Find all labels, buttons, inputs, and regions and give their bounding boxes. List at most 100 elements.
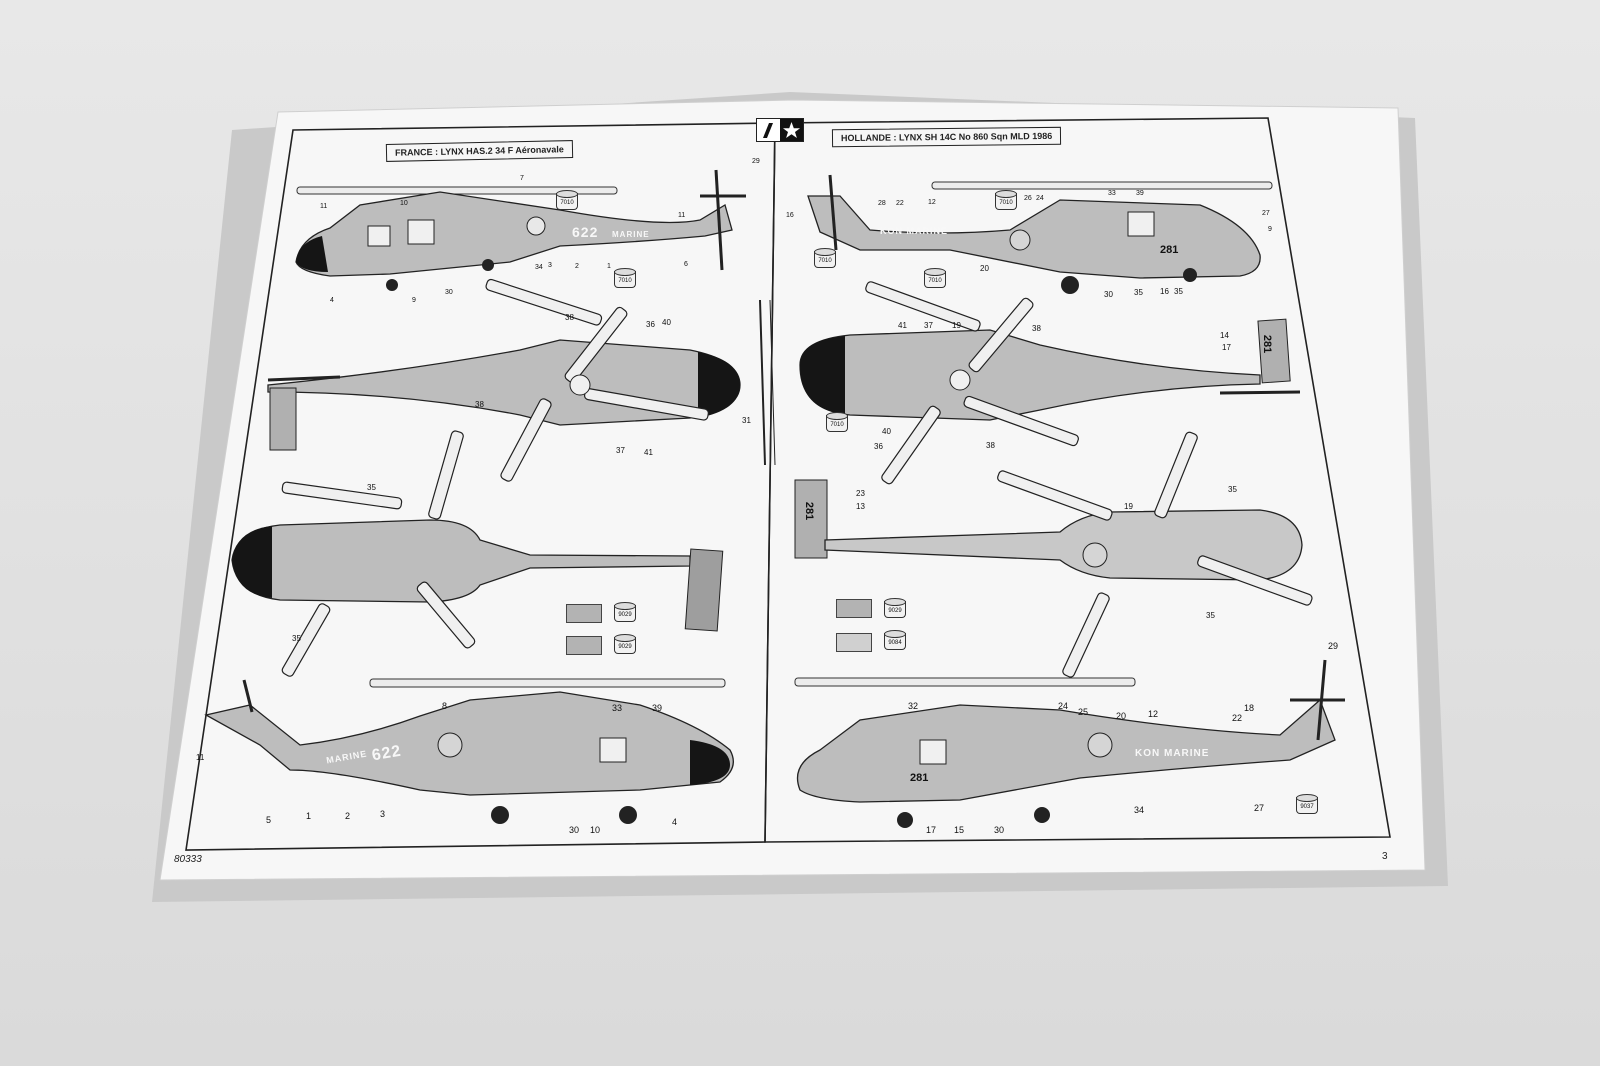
paint-tin-9029: 9029 bbox=[884, 598, 906, 620]
callout-number: 35 bbox=[292, 634, 301, 643]
right-top-view bbox=[799, 281, 1301, 485]
paint-tin-7010: 7010 bbox=[614, 268, 636, 290]
callout-number: 17 bbox=[926, 825, 937, 835]
paint-tin-9084: 9084 bbox=[884, 630, 906, 652]
callout-number: 22 bbox=[1232, 713, 1243, 723]
callout-number: 12 bbox=[1148, 709, 1159, 719]
callout-number: 9 bbox=[412, 297, 416, 304]
callout-number: 35 bbox=[1174, 287, 1183, 296]
color-swatch bbox=[836, 599, 872, 618]
color-swatch bbox=[836, 633, 872, 652]
callout-number: 4 bbox=[672, 817, 678, 827]
callout-number: 38 bbox=[1032, 324, 1041, 333]
center-part-31 bbox=[759, 299, 776, 466]
callout-number: 3 bbox=[380, 809, 386, 819]
callout-number: 4 bbox=[330, 297, 334, 304]
callout-number: 39 bbox=[652, 703, 663, 713]
callout-number: 19 bbox=[1124, 502, 1133, 511]
callout-number: 29 bbox=[1328, 641, 1339, 651]
callout-number: 18 bbox=[1244, 703, 1255, 713]
callout-number: 31 bbox=[742, 416, 751, 425]
callout-number: 37 bbox=[616, 446, 625, 455]
right-bottom-view bbox=[794, 431, 1313, 678]
callout-number: 38 bbox=[986, 441, 995, 450]
callout-number: 41 bbox=[644, 448, 653, 457]
callout-number: 34 bbox=[535, 264, 543, 271]
callout-number: 38 bbox=[565, 313, 574, 322]
callout-number: 24 bbox=[1036, 195, 1044, 202]
right-marine-bottom: KON MARINE bbox=[1135, 748, 1210, 759]
callout-number: 3 bbox=[548, 262, 552, 269]
right-code-tail: 281 bbox=[1261, 334, 1274, 354]
callout-number: 35 bbox=[367, 483, 376, 492]
paint-tin-7010: 7010 bbox=[814, 248, 836, 270]
right-page-number: 3 bbox=[1382, 851, 1388, 862]
callout-number: 1 bbox=[306, 811, 312, 821]
paint-tin-7010: 7010 bbox=[924, 268, 946, 290]
callout-number: 35 bbox=[1206, 611, 1215, 620]
callout-number: 7 bbox=[520, 175, 524, 182]
callout-number: 17 bbox=[1222, 343, 1231, 352]
callout-number: 13 bbox=[856, 502, 865, 511]
right-code-fin: 281 bbox=[803, 501, 816, 521]
right-frame bbox=[764, 117, 1391, 843]
callout-number: 35 bbox=[1228, 485, 1237, 494]
callout-number: 24 bbox=[1058, 701, 1069, 711]
callout-number: 8 bbox=[442, 701, 448, 711]
paint-tin-9037: 9037 bbox=[1296, 794, 1318, 816]
callout-number: 30 bbox=[994, 825, 1005, 835]
right-code-bottom: 281 bbox=[910, 772, 929, 784]
callout-number: 15 bbox=[954, 825, 965, 835]
left-page-number: 80333 bbox=[174, 854, 202, 865]
callout-number: 40 bbox=[662, 318, 671, 327]
callout-number: 36 bbox=[874, 442, 883, 451]
callout-number: 32 bbox=[908, 701, 919, 711]
paint-tin-9029: 9029 bbox=[614, 634, 636, 656]
callout-number: 35 bbox=[1134, 288, 1143, 297]
callout-number: 26 bbox=[1024, 195, 1032, 202]
right-side-view-bottom bbox=[794, 659, 1345, 828]
callout-number: 28 bbox=[878, 200, 886, 207]
right-side-view-top bbox=[807, 174, 1273, 294]
callout-number: 39 bbox=[1136, 190, 1144, 197]
right-code-top: 281 bbox=[1160, 244, 1179, 256]
callout-number: 30 bbox=[445, 289, 453, 296]
color-swatch bbox=[566, 636, 602, 655]
paint-tin-7010: 7010 bbox=[995, 190, 1017, 212]
callout-number: 27 bbox=[1262, 210, 1270, 217]
right-marine-top: KON MARINE bbox=[880, 226, 948, 236]
callout-number: 25 bbox=[1078, 707, 1089, 717]
callout-number: 23 bbox=[856, 489, 865, 498]
callout-number: 29 bbox=[752, 158, 760, 165]
callout-number: 37 bbox=[924, 321, 933, 330]
callout-number: 20 bbox=[1116, 711, 1127, 721]
left-side-view-top bbox=[295, 169, 746, 291]
callout-number: 11 bbox=[320, 203, 328, 210]
callout-number: 9 bbox=[1268, 226, 1272, 233]
callout-number: 41 bbox=[898, 321, 907, 330]
callout-number: 30 bbox=[569, 825, 580, 835]
callout-number: 30 bbox=[1104, 290, 1113, 299]
callout-number: 16 bbox=[1160, 287, 1169, 296]
callout-number: 33 bbox=[1108, 190, 1116, 197]
paint-tin-7010: 7010 bbox=[556, 190, 578, 212]
left-marine-top: MARINE bbox=[612, 230, 650, 239]
right-title: HOLLANDE : LYNX SH 14C No 860 Sqn MLD 19… bbox=[831, 126, 1062, 148]
callout-number: 40 bbox=[882, 427, 891, 436]
callout-number: 10 bbox=[400, 200, 408, 207]
callout-number: 5 bbox=[266, 815, 272, 825]
left-side-view-bottom bbox=[204, 678, 734, 824]
callout-number: 38 bbox=[475, 400, 484, 409]
callout-number: 33 bbox=[612, 703, 623, 713]
callout-number: 34 bbox=[1134, 805, 1145, 815]
callout-number: 14 bbox=[1220, 331, 1229, 340]
callout-number: 22 bbox=[896, 200, 904, 207]
callout-number: 11 bbox=[678, 212, 686, 219]
left-code-top: 622 bbox=[572, 224, 599, 240]
left-bottom-view bbox=[231, 430, 724, 677]
callout-number: 10 bbox=[590, 825, 601, 835]
callout-number: 27 bbox=[1254, 803, 1265, 813]
callout-number: 11 bbox=[196, 753, 205, 762]
callout-number: 6 bbox=[684, 261, 688, 268]
